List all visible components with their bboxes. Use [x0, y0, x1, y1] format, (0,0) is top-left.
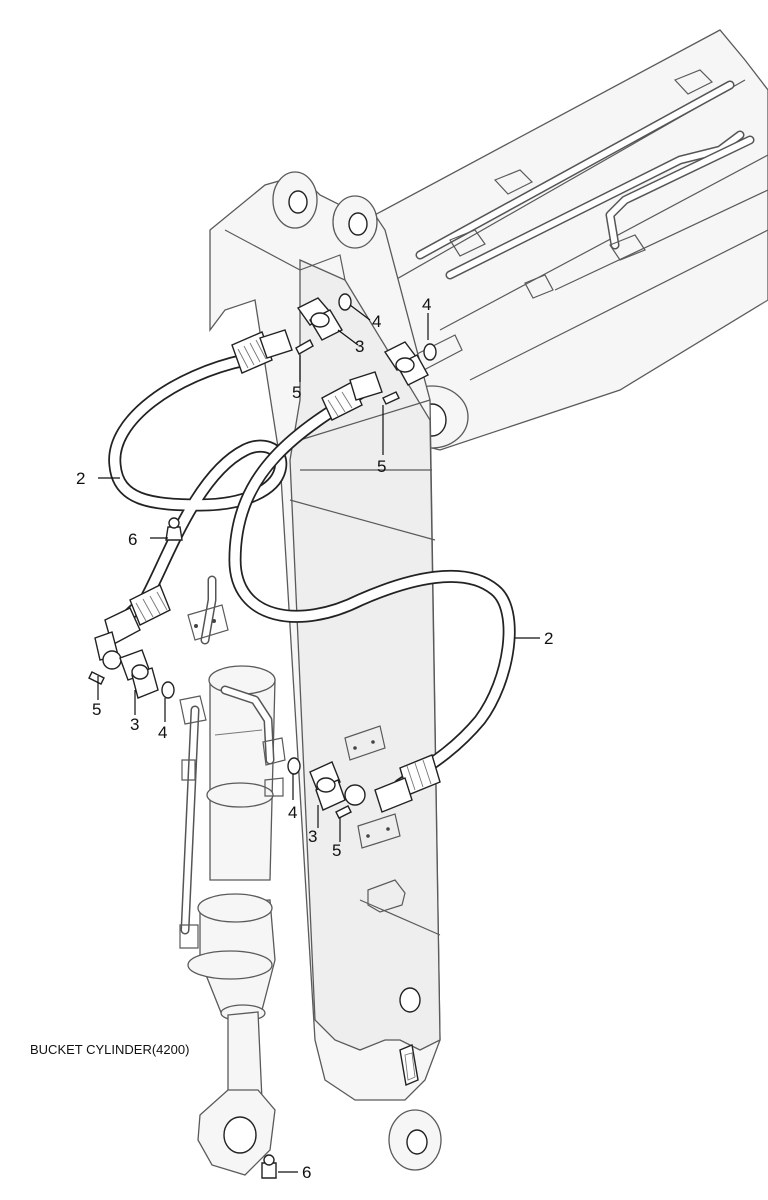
- split-flange-right: [309, 761, 346, 811]
- leader-lines: [97, 304, 540, 1173]
- callout-4-left: 4: [158, 723, 167, 742]
- callout-5-right: 5: [332, 841, 341, 860]
- callout-5-left: 5: [92, 700, 101, 719]
- split-flange-left: [119, 649, 159, 699]
- callout-5-top-a: 5: [292, 383, 301, 402]
- diagram-caption: BUCKET CYLINDER(4200): [30, 1042, 189, 1057]
- callout-3-left: 3: [130, 715, 139, 734]
- split-flange-top-a: [296, 297, 343, 341]
- callout-6-upper: 6: [128, 530, 137, 549]
- callout-2-lower-hose: 2: [544, 629, 553, 648]
- hose-upper: [94, 329, 293, 670]
- callout-4-top-a: 4: [372, 312, 381, 331]
- pipe-clamp: [449, 69, 714, 299]
- bucket-cylinder: [179, 575, 286, 1176]
- grease-fittings: [165, 517, 277, 1179]
- hose-lower: [228, 371, 516, 813]
- boom: [299, 29, 768, 451]
- callout-3-right: 3: [308, 827, 317, 846]
- callout-2-upper-hose: 2: [76, 469, 85, 488]
- callout-3-top: 3: [355, 337, 364, 356]
- bolts: [88, 339, 400, 819]
- split-flange-top-b: [383, 341, 429, 386]
- callout-6-bottom: 6: [302, 1163, 311, 1182]
- callout-4-right: 4: [288, 803, 297, 822]
- callout-5-top-b: 5: [377, 457, 386, 476]
- callout-4-top-b: 4: [422, 295, 431, 314]
- o-rings: [161, 293, 437, 775]
